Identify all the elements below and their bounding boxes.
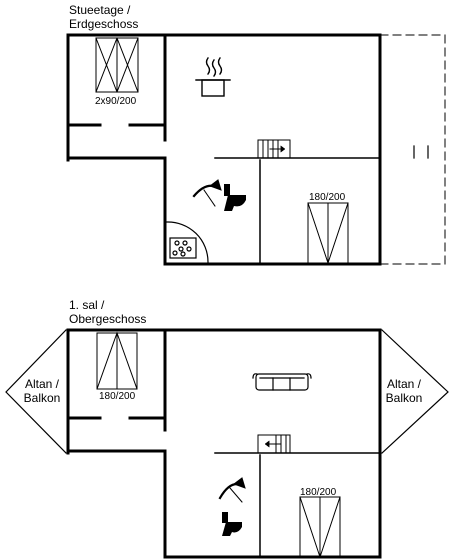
balcony-right-label: Altan / Balkon: [382, 377, 426, 405]
bed-label-2x90: 2x90/200: [95, 96, 137, 107]
upper-floor-walls: [66, 328, 382, 559]
bed-label-ground: 180/200: [309, 192, 346, 203]
terrace-marks: [413, 145, 429, 159]
balcony-right-line2: Balkon: [385, 391, 423, 405]
ground-floor-title-line2: Erdgeschoss: [69, 17, 139, 31]
shower-icon: [218, 482, 243, 503]
upper-floor-thin-walls: [214, 452, 381, 558]
bed-label-upper-right: 180/200: [300, 487, 337, 498]
toilet-icon: [224, 184, 246, 211]
upper-floor-title-line2: Obergeschoss: [69, 312, 147, 326]
sofa-icon: [252, 373, 312, 391]
bed-icon: [307, 202, 349, 264]
balcony-left-line2: Balkon: [23, 391, 61, 405]
hot-tub-icon: [166, 221, 209, 263]
toilet-icon: [222, 512, 242, 536]
ground-floor-thin-walls: [214, 157, 381, 265]
balcony-left-label: Altan / Balkon: [20, 377, 64, 405]
bed-label-upper-left: 180/200: [99, 391, 136, 402]
bed-icon: [96, 331, 138, 390]
balcony-left-line1: Altan /: [24, 377, 60, 391]
stairs-icon: [257, 139, 291, 159]
bed-icon: [299, 496, 341, 558]
cooking-pot-icon: [195, 57, 231, 97]
ground-floor-title-line1: Stueetage /: [69, 3, 131, 17]
ground-floor-title: Stueetage / Erdgeschoss: [69, 3, 138, 31]
terrace-outline: [379, 34, 446, 265]
balcony-right: [381, 329, 449, 454]
upper-floor-title: 1. sal / Obergeschoss: [69, 298, 146, 326]
ground-floor-walls: [66, 33, 382, 266]
shower-icon: [192, 184, 216, 207]
balcony-left: [5, 329, 67, 454]
balcony-right-line1: Altan /: [386, 377, 422, 391]
bed-icon: [95, 37, 139, 93]
stairs-icon: [257, 434, 291, 454]
upper-floor-title-line1: 1. sal /: [69, 298, 105, 312]
